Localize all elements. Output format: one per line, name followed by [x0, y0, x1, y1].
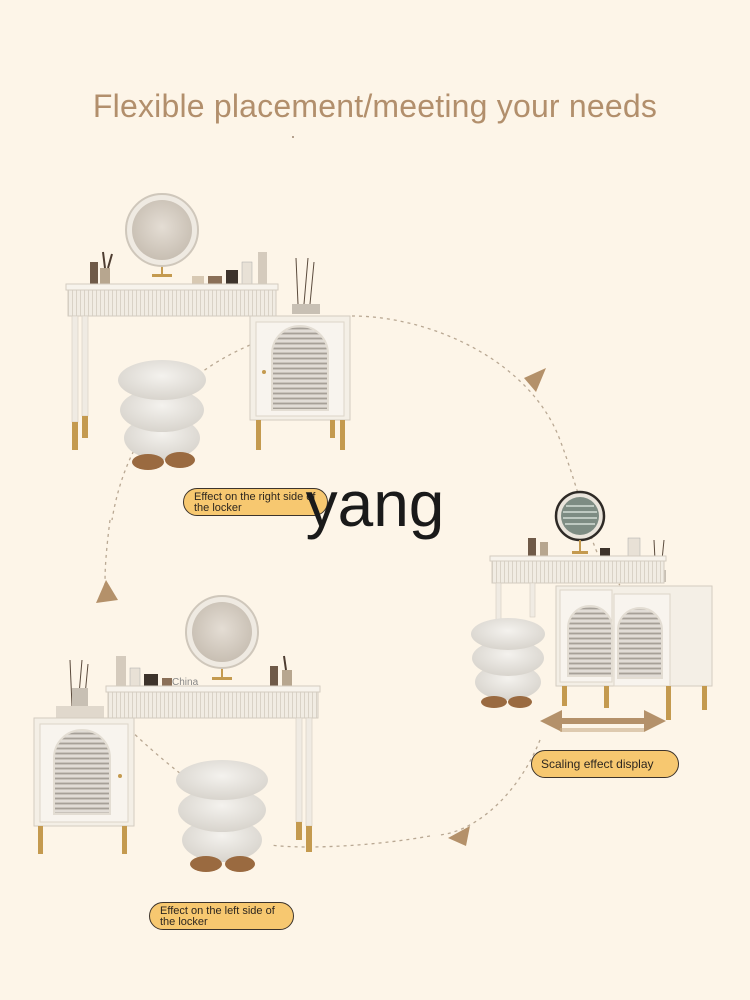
vanity-set-scaling — [471, 490, 713, 732]
arrow-icon — [96, 580, 118, 603]
label-scaling-effect: Scaling effect display — [531, 750, 679, 778]
watermark-small-text: China — [172, 677, 199, 688]
direction-arrows — [96, 368, 546, 846]
page-title: Flexible placement/meeting your needs — [92, 88, 658, 124]
vanity-set-right — [65, 193, 351, 470]
vanity-set-left — [33, 595, 321, 872]
label-left-side-locker: Effect on the left side of the locker — [149, 902, 294, 930]
scaling-arrow-icon — [540, 710, 666, 732]
arrow-icon — [448, 826, 470, 846]
watermark-text: yang — [305, 468, 445, 540]
arrow-icon — [524, 368, 546, 392]
label-right-side-locker: Effect on the right side of the locker — [183, 488, 328, 516]
decorative-dot — [292, 136, 294, 138]
